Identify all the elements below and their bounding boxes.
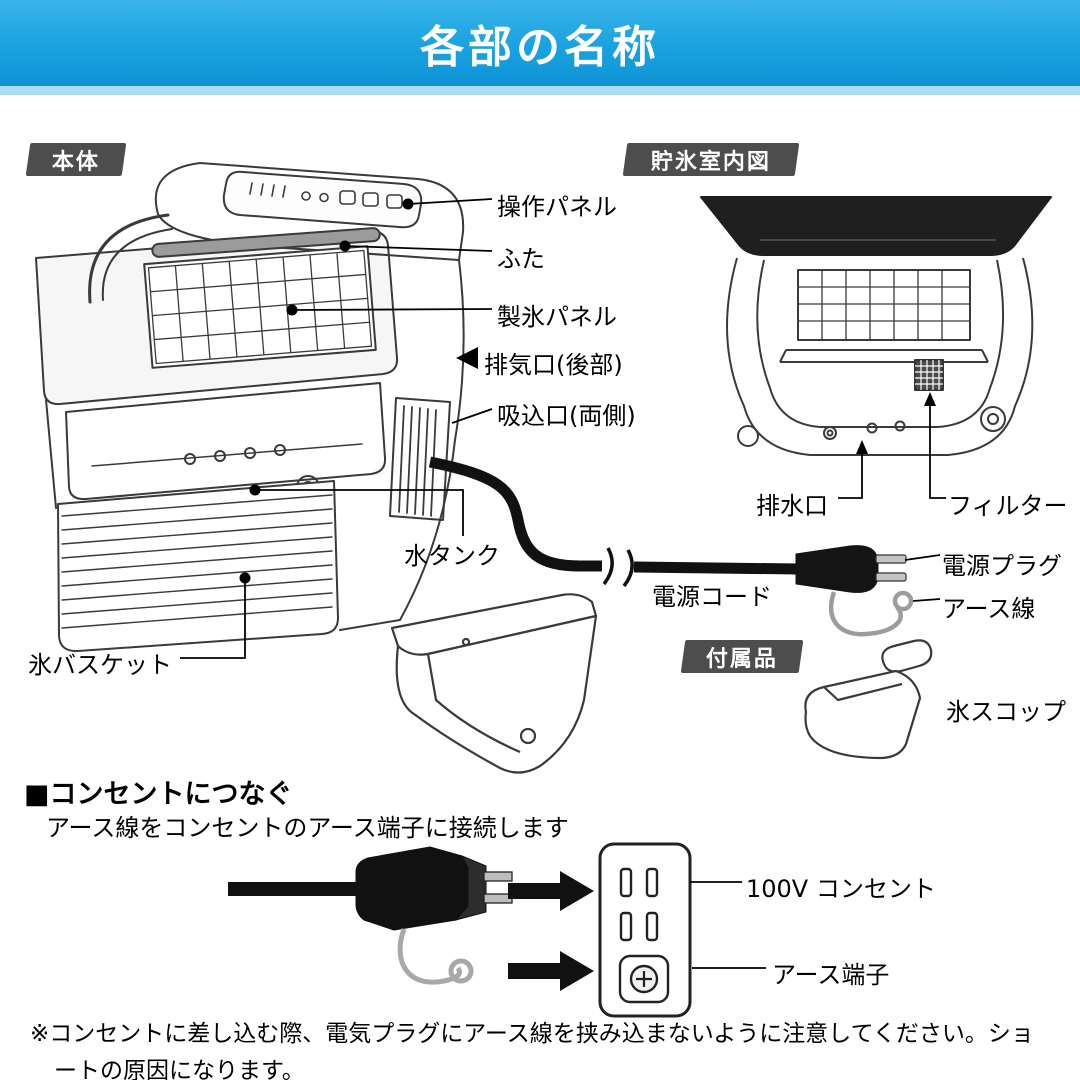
connect-arrow-icons (508, 871, 594, 991)
connect-section-subtitle: アース線をコンセントのアース端子に接続します (46, 814, 569, 842)
label-ice-panel: 製氷パネル (497, 303, 617, 331)
earth-ring-terminal-bottom (448, 958, 474, 984)
cord-leader-lines (904, 554, 941, 602)
power-cord-illustration (428, 456, 799, 588)
connect-section-title: ■コンセントにつなぐ (24, 779, 293, 810)
machine-leader-lines (180, 198, 493, 659)
label-lid: ふた (497, 245, 545, 273)
badge-body-label: 本体 (51, 149, 100, 175)
badge-body: 本体 (25, 143, 127, 176)
connect-plug-illustration (228, 846, 513, 985)
scoop-illustration (804, 639, 933, 760)
water-tank-illustration (390, 593, 598, 774)
badge-accessories: 付属品 (680, 640, 804, 673)
label-power-plug: 電源プラグ (942, 552, 1062, 580)
label-power-cord: 電源コード (652, 583, 772, 611)
storage-leader-lines (838, 404, 946, 499)
filter-detail (914, 359, 944, 391)
badge-storage: 貯氷室内図 (622, 143, 800, 176)
label-earth-terminal: アース端子 (772, 961, 890, 989)
label-exhaust: 排気口(後部) (484, 351, 623, 379)
caution-footnote: ※コンセントに差し込む際、電気プラグにアース線を挟み込まないように注意してくださ… (30, 1021, 1034, 1080)
storage-illustration (700, 196, 1052, 456)
page-header: 各部の名称 (0, 0, 1080, 86)
outlet-illustration (598, 842, 692, 1018)
label-intake: 吸込口(両側) (497, 402, 636, 430)
badge-accessories-label: 付属品 (705, 646, 778, 672)
label-drain: 排水口 (756, 492, 828, 520)
outlet-leader-lines (690, 881, 766, 969)
badge-storage-label: 貯氷室内図 (650, 149, 771, 175)
header-underline (0, 86, 1080, 95)
exhaust-arrow-icon (456, 347, 478, 369)
storage-leader-arrowheads (856, 392, 936, 454)
label-ice-basket: 氷バスケット (28, 651, 172, 679)
power-plug-illustration (795, 545, 914, 637)
machine-leader-dots (239, 198, 478, 584)
control-panel-buttons (249, 182, 403, 209)
label-outlet-100v: 100V コンセント (746, 875, 936, 903)
label-filter: フィルター (948, 492, 1068, 520)
label-ice-scoop: 氷スコップ (946, 698, 1066, 726)
label-water-tank: 水タンク (404, 542, 500, 570)
page-title: 各部の名称 (420, 22, 660, 73)
label-earth-wire: アース線 (942, 595, 1036, 623)
earth-ring-terminal (892, 590, 914, 612)
machine-illustration (35, 162, 465, 653)
label-operation-panel: 操作パネル (497, 193, 617, 221)
